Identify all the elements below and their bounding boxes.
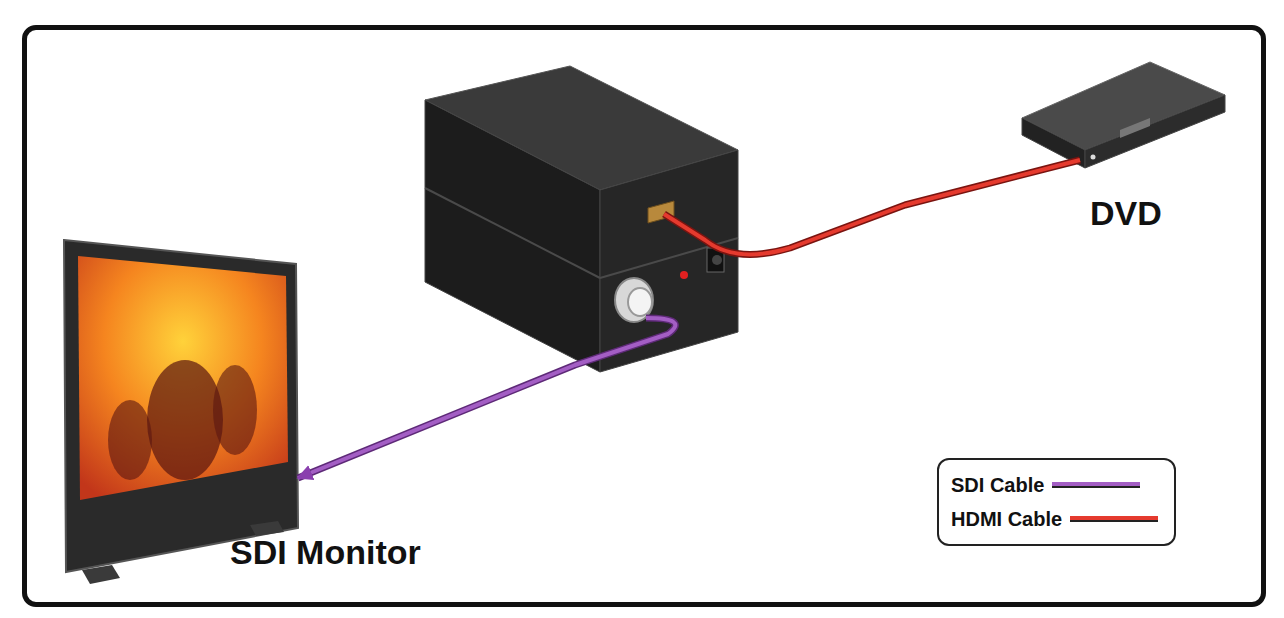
legend-swatch [1050, 478, 1142, 492]
device-label: SDI Monitor [230, 534, 421, 571]
sdi-monitor [64, 240, 298, 584]
box-seam [425, 188, 600, 278]
monitor-screen [78, 256, 288, 500]
legend-line [1052, 482, 1140, 486]
monitor-foot [82, 565, 120, 584]
legend-line-edge [1052, 482, 1140, 488]
dvd-front [1085, 95, 1225, 168]
power-jack-hole [712, 255, 722, 265]
sdi-cable-edge [298, 318, 675, 478]
device-node: DVD [1080, 55, 1230, 240]
legend-line [1070, 516, 1158, 520]
screen-figure [147, 360, 223, 480]
device-node: SDI Monitor [62, 238, 298, 578]
dvd-player [1022, 62, 1225, 168]
screen-figure [213, 365, 257, 455]
legend-line-edge [1070, 516, 1158, 522]
legend-row: HDMI Cable [951, 502, 1160, 536]
bnc-connector [628, 288, 652, 316]
power-led [680, 271, 688, 279]
device-label: DVD [1090, 195, 1162, 232]
sdi-cable [298, 318, 675, 478]
legend-box: SDI CableHDMI Cable [937, 458, 1176, 546]
box-left-face [425, 100, 600, 372]
legend-swatch [1068, 512, 1160, 526]
cable-connector [298, 160, 1080, 478]
dvd-button [1091, 155, 1096, 160]
legend-text: HDMI Cable [951, 508, 1062, 531]
converter-box [425, 66, 738, 372]
dvd-display [1120, 118, 1150, 138]
legend-row: SDI Cable [951, 468, 1160, 502]
screen-figure [108, 400, 152, 480]
hdmi-cable-edge [664, 160, 1080, 254]
hdmi-cable [664, 160, 1080, 254]
box-right-face [600, 150, 738, 372]
legend-text: SDI Cable [951, 474, 1044, 497]
monitor-frame [64, 240, 298, 572]
